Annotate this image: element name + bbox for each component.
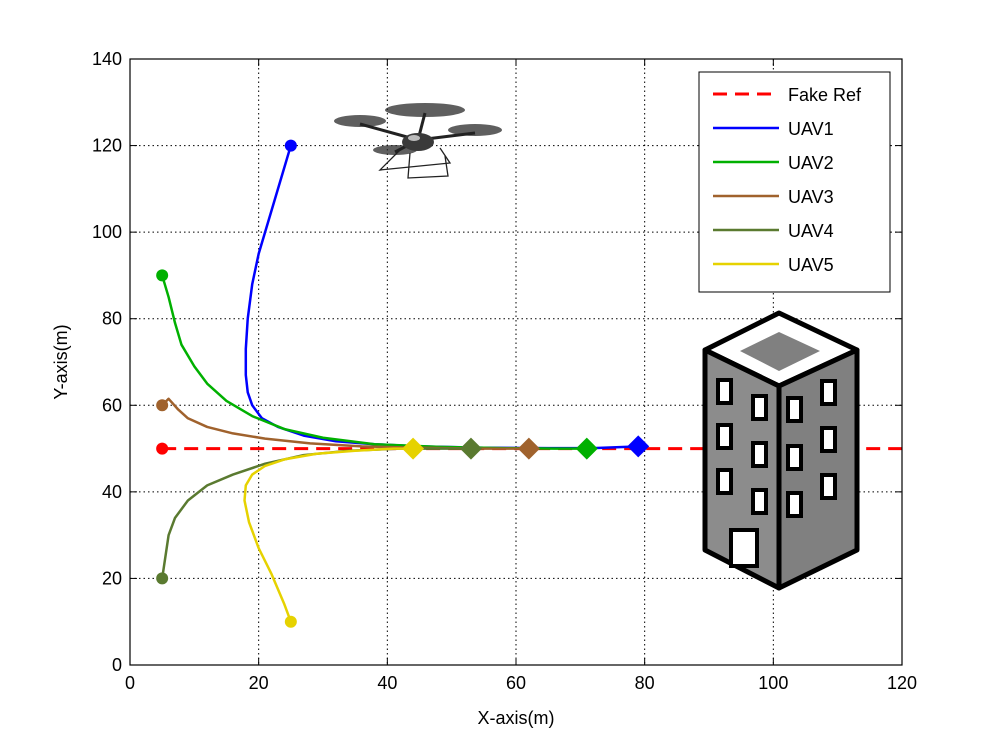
legend-label: UAV5 <box>788 255 834 275</box>
end-marker-uav2 <box>575 437 598 460</box>
x-tick-label: 20 <box>249 673 269 693</box>
start-marker-uav1 <box>284 139 297 152</box>
series-line-uav5 <box>243 447 415 623</box>
legend-label: UAV1 <box>788 119 834 139</box>
x-tick-label: 40 <box>377 673 397 693</box>
x-tick-label: 120 <box>887 673 917 693</box>
legend-label: UAV4 <box>788 221 834 241</box>
axes: 0 20 40 60 80 100 120 0 20 40 60 80 100 120 140X-axis(… <box>51 49 917 728</box>
x-tick-label: 80 <box>635 673 655 693</box>
series-layer <box>156 139 902 628</box>
y-tick-label: 20 <box>102 568 122 588</box>
x-tick-label: 60 <box>506 673 526 693</box>
y-tick-label: 0 <box>112 655 122 675</box>
quadcopter-drone-icon <box>334 103 502 179</box>
end-marker-uav4 <box>459 437 482 460</box>
x-tick-label: 100 <box>758 673 788 693</box>
x-axis-label: X-axis(m) <box>478 708 555 728</box>
start-marker-uav3 <box>156 399 169 412</box>
legend-label: UAV3 <box>788 187 834 207</box>
y-tick-label: 140 <box>92 49 122 69</box>
y-tick-label: 80 <box>102 309 122 329</box>
y-tick-label: 40 <box>102 482 122 502</box>
end-marker-uav3 <box>517 437 540 460</box>
start-marker-uav2 <box>156 269 169 282</box>
y-axis-label: Y-axis(m) <box>51 324 71 399</box>
start-marker-uav5 <box>284 615 297 628</box>
end-marker-uav1 <box>627 435 650 458</box>
y-tick-label: 60 <box>102 395 122 415</box>
y-tick-label: 120 <box>92 136 122 156</box>
legend-label: Fake Ref <box>788 85 862 105</box>
building-icon <box>702 310 860 591</box>
y-tick-label: 100 <box>92 222 122 242</box>
x-tick-label: 0 <box>125 673 135 693</box>
end-marker-uav5 <box>402 437 425 460</box>
start-marker-uav4 <box>156 572 169 585</box>
legend-label: UAV2 <box>788 153 834 173</box>
start-marker-fake-ref <box>156 442 169 455</box>
legend-box <box>698 71 891 293</box>
